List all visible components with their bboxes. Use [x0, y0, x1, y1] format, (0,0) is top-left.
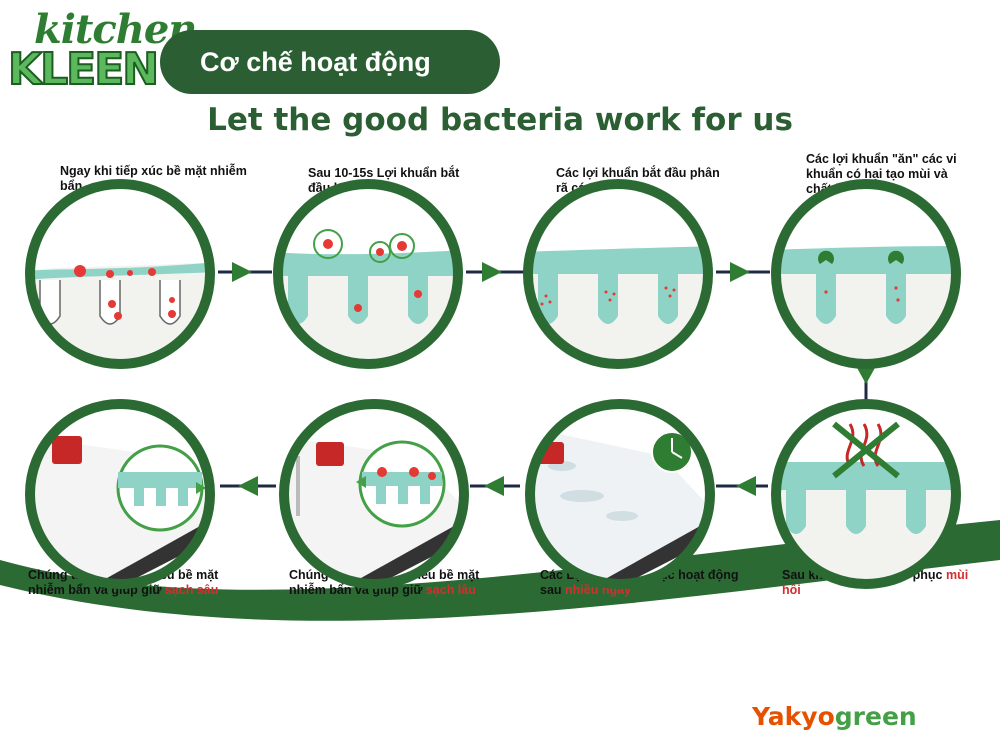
step-5-illustration [771, 399, 961, 589]
yakyogreen-logo: Yakyogreen [752, 702, 917, 731]
zoom-inset [116, 444, 204, 532]
tagline: Let the good bacteria work for us [207, 102, 793, 138]
step-2-illustration [273, 179, 463, 369]
brand-logo: kitchen KLEEN [7, 6, 197, 96]
step-1-illustration [25, 179, 215, 369]
header-title: Cơ chế hoạt động [160, 30, 500, 94]
brand-line2: KLEEN [7, 43, 160, 96]
step-1-caption: Ngay khi tiếp xúc bề mặt nhiễm bẩn [60, 164, 247, 193]
step-4-illustration [771, 179, 961, 369]
step-6-illustration [525, 399, 715, 589]
step-8-illustration [25, 399, 215, 589]
step-3-illustration [523, 179, 713, 369]
clock-icon [651, 431, 693, 473]
step-7-illustration [279, 399, 469, 589]
zoom-inset [358, 440, 446, 528]
